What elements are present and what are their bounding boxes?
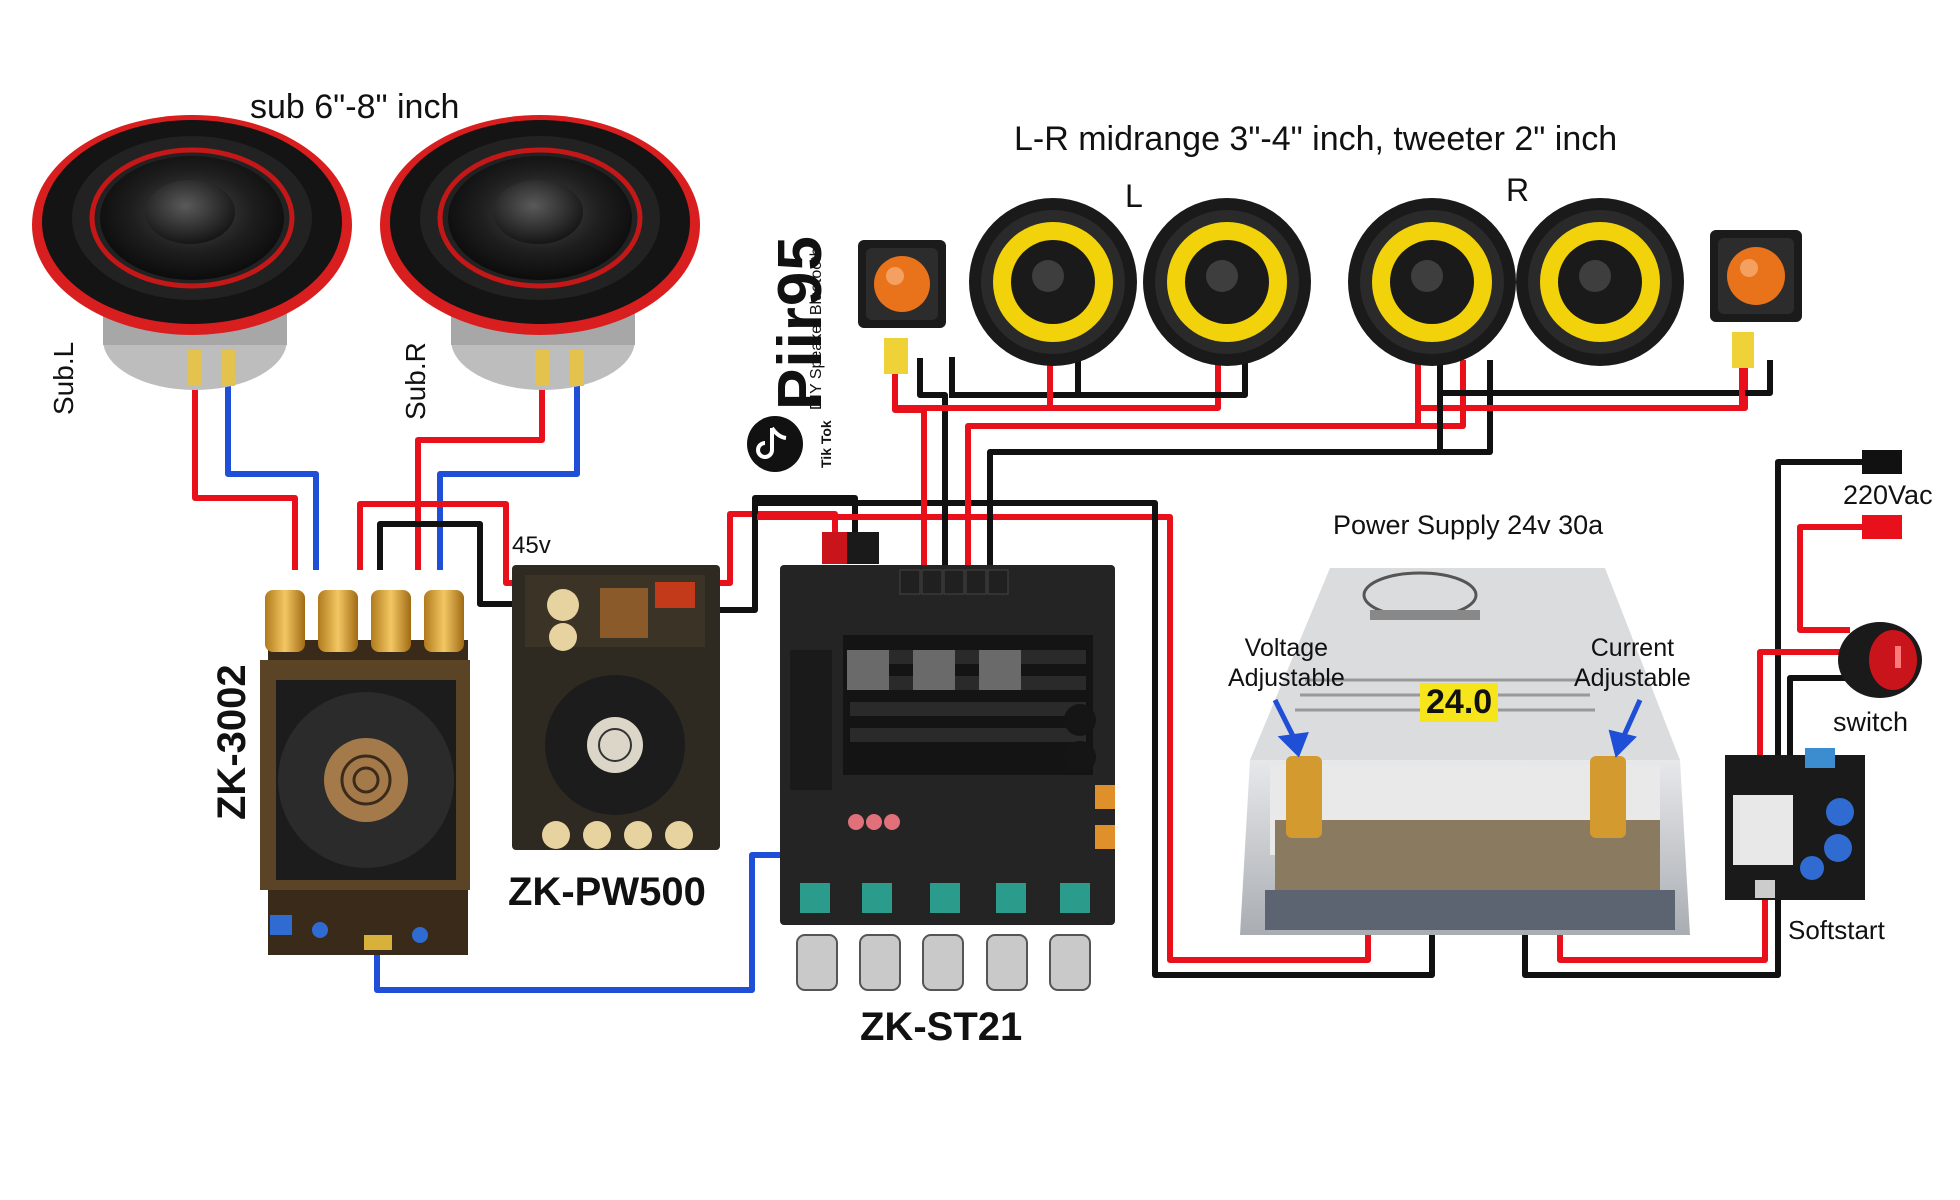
- wire-pw500-out-positive: [710, 511, 838, 586]
- voltage-45v-label: 45v: [512, 532, 551, 559]
- wire-L-mid-bridge-neg: [952, 360, 1248, 398]
- power-supply-unit: [1240, 568, 1690, 935]
- zkst21-board: [780, 532, 1115, 991]
- psu-voltage-display: 24.0: [1420, 683, 1499, 722]
- sub-left-label: Sub.L: [48, 341, 79, 415]
- midrange-left-1: [969, 198, 1137, 366]
- voltage-adjustable-label: Voltage Adjustable: [1228, 634, 1345, 692]
- sub-right-label: Sub.R: [400, 342, 431, 420]
- power-supply-label: Power Supply 24v 30a: [1333, 510, 1604, 540]
- left-channel-label: L: [1125, 178, 1143, 214]
- wire-amp-power-negative: [377, 521, 525, 607]
- subwoofer-right: [380, 115, 700, 390]
- wire-subL-positive: [192, 380, 298, 570]
- wires: [192, 348, 1862, 993]
- current-adjustable-label: Current Adjustable: [1574, 634, 1691, 692]
- wire-switch-neg: [1787, 675, 1850, 760]
- mains-voltage-label: 220Vac: [1843, 480, 1933, 510]
- tiktok-logo-icon: [747, 416, 803, 472]
- midrange-right-2: [1516, 198, 1684, 366]
- softstart-board: [1725, 748, 1865, 900]
- power-switch: [1838, 622, 1922, 698]
- midrange-right-1: [1348, 198, 1516, 366]
- softstart-label: Softstart: [1788, 915, 1885, 945]
- midrange-left-2: [1143, 198, 1311, 366]
- wire-R-mid2-pos: [1418, 360, 1748, 411]
- wire-subL-negative: [225, 380, 319, 570]
- wire-psu-bus-negative: [757, 500, 1435, 978]
- tweeter-right: [1710, 230, 1802, 368]
- wire-R-mid2-neg: [1440, 360, 1773, 396]
- zkst21-label: ZK-ST21: [860, 1005, 1023, 1049]
- wire-signal-sub: [374, 852, 790, 993]
- zk3002-board: [260, 590, 470, 955]
- brand-tagline: DIY Speaker Bluetooth: [808, 247, 825, 410]
- brand-platform: Tik Tok: [818, 420, 834, 468]
- wire-mains-positive: [1797, 524, 1862, 633]
- zk3002-label: ZK-3002: [210, 664, 254, 820]
- midrange-tweeter-size-label: L-R midrange 3"-4" inch, tweeter 2" inch: [1014, 120, 1618, 158]
- subwoofer-size-label: sub 6"-8" inch: [250, 88, 460, 126]
- subwoofer-left: [32, 115, 352, 390]
- tweeter-left: [858, 240, 946, 374]
- zkpw500-label: ZK-PW500: [508, 870, 706, 914]
- right-channel-label: R: [1506, 172, 1530, 208]
- wire-mains-negative: [1522, 459, 1862, 978]
- switch-label: switch: [1833, 707, 1909, 737]
- mains-plug: [1862, 450, 1902, 539]
- wire-L-mid-bridge-pos: [895, 360, 1221, 411]
- zkpw500-board: [512, 565, 720, 850]
- adjust-arrows: [1272, 698, 1643, 758]
- wire-R-tweeter-pos: [1735, 360, 1745, 411]
- wire-st21-L-negative: [917, 358, 948, 590]
- wire-switch-out: [1757, 649, 1850, 760]
